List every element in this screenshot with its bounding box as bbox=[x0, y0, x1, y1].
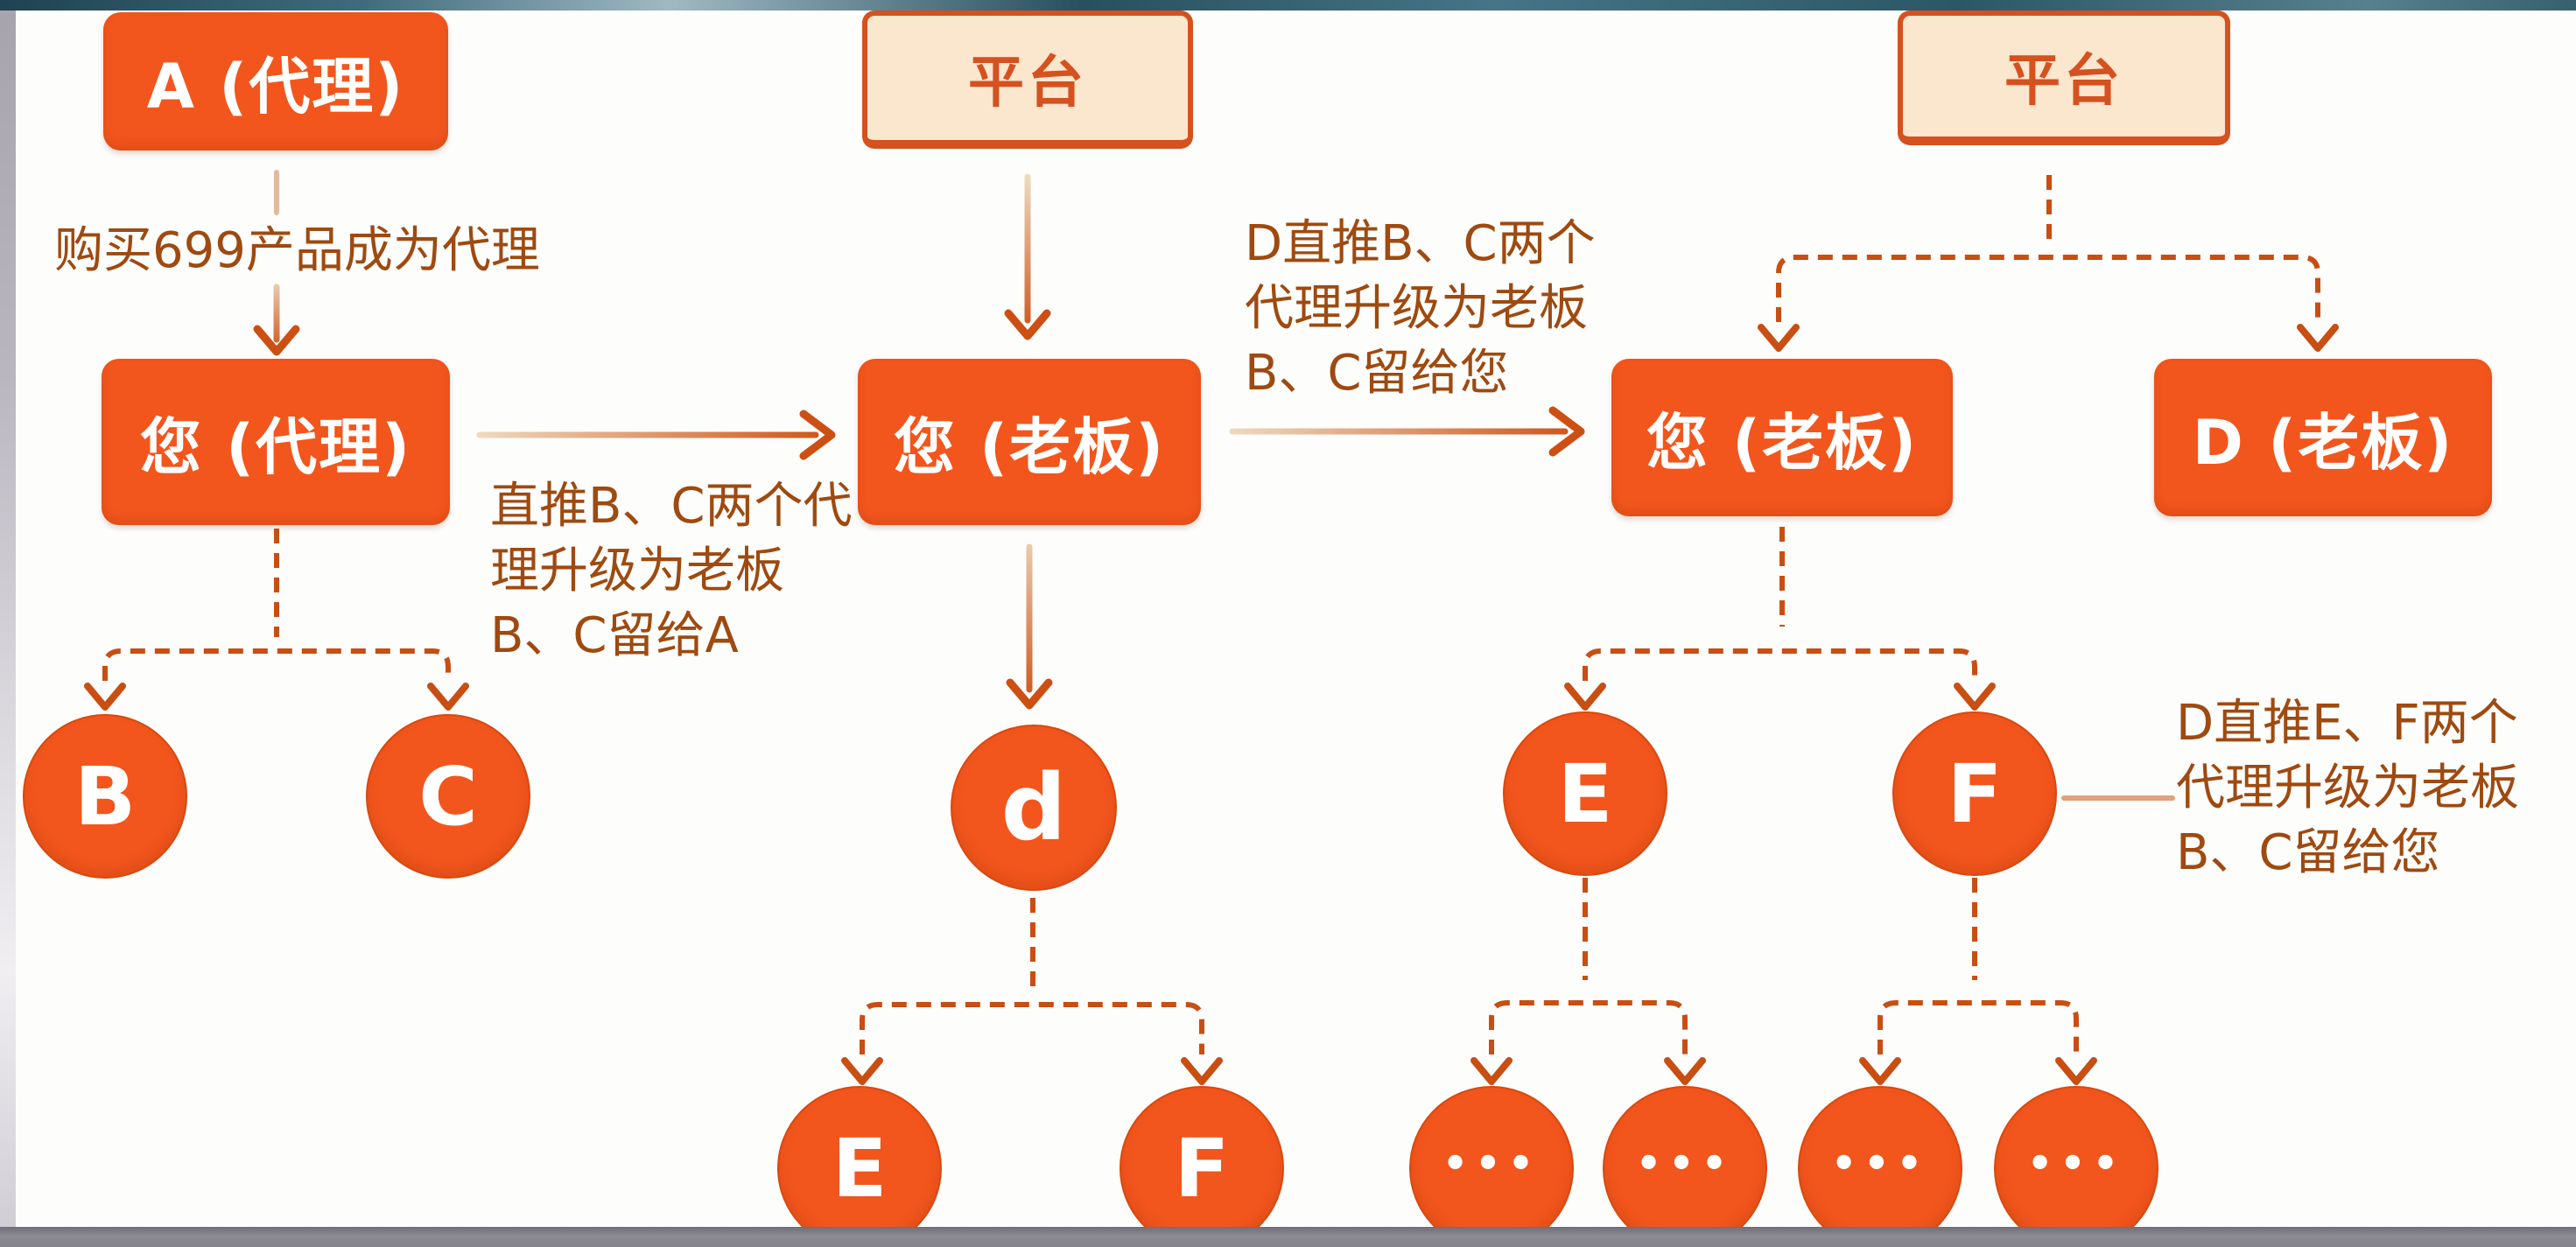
node-d-boss: D (老板) bbox=[2154, 359, 2492, 516]
node-you-agent: 您 (代理) bbox=[102, 359, 450, 525]
node-platform-2: 平台 bbox=[1898, 11, 2230, 145]
circle-f-right: F bbox=[1892, 711, 2057, 876]
node-a-agent: A (代理) bbox=[103, 12, 448, 151]
dash-d-split bbox=[860, 1002, 1204, 1054]
dash-e-split bbox=[1489, 1000, 1688, 1054]
circle-f-middle: F bbox=[1120, 1086, 1284, 1247]
circle-ellipsis-3: ••• bbox=[1798, 1086, 1962, 1247]
ellipsis-label: ••• bbox=[1635, 1139, 1735, 1187]
dash-f-split bbox=[1878, 1000, 2079, 1054]
circle-e-right: E bbox=[1503, 711, 1667, 876]
dash-head-dots4 bbox=[2055, 1057, 2097, 1085]
frame-bottom-edge bbox=[0, 1227, 2576, 1247]
dash-agent-split bbox=[102, 648, 451, 681]
arrow-buy-head bbox=[253, 325, 300, 356]
node-platform-1: 平台 bbox=[862, 11, 1193, 149]
node-you-boss-2: 您 (老板) bbox=[1611, 359, 1953, 516]
arrow-boss1-to-d-head bbox=[1006, 678, 1053, 710]
dash-head-dots3 bbox=[1859, 1057, 1901, 1085]
note-promote-to-a: 直推B、C两个代 理升级为老板 B、C留给A bbox=[490, 478, 853, 664]
dash-head-f-right bbox=[1954, 683, 1996, 711]
frame-top-edge bbox=[0, 0, 2576, 11]
circle-e-middle: E bbox=[777, 1086, 942, 1247]
node-you-boss-1: 您 (老板) bbox=[858, 359, 1201, 525]
circle-ellipsis-1: ••• bbox=[1409, 1086, 1574, 1247]
dash-platform2-split bbox=[1776, 255, 2320, 322]
dash-head-boss2 bbox=[1758, 324, 1800, 352]
dash-head-e-mid bbox=[841, 1057, 883, 1085]
circle-b: B bbox=[23, 714, 187, 879]
dash-boss2-split bbox=[1583, 648, 1977, 681]
note-buy-699: 购买699产品成为代理 bbox=[54, 222, 540, 279]
ellipsis-label: ••• bbox=[1830, 1139, 1930, 1187]
arrow-boss1-to-boss2-head bbox=[1548, 406, 1585, 457]
dash-head-e-right bbox=[1564, 683, 1606, 711]
dash-head-b bbox=[84, 683, 126, 711]
frame-left-edge bbox=[0, 0, 16, 1247]
ellipsis-label: ••• bbox=[2026, 1139, 2126, 1187]
note-promote-to-you: D直推B、C两个 代理升级为老板 B、C留给您 bbox=[1245, 215, 1596, 402]
circle-ellipsis-2: ••• bbox=[1603, 1086, 1767, 1247]
circle-d: d bbox=[951, 725, 1117, 891]
dash-head-c bbox=[427, 683, 469, 711]
dash-head-dots2 bbox=[1664, 1057, 1706, 1085]
circle-c: C bbox=[366, 714, 530, 879]
dash-head-f-mid bbox=[1181, 1057, 1223, 1085]
arrow-platform1-head bbox=[1004, 309, 1051, 340]
arrow-agent-to-boss-head bbox=[799, 410, 836, 460]
ellipsis-label: ••• bbox=[1442, 1139, 1541, 1187]
circle-ellipsis-4: ••• bbox=[1994, 1086, 2158, 1247]
dash-head-dboss bbox=[2297, 324, 2339, 352]
dash-head-dots1 bbox=[1470, 1057, 1513, 1085]
note-promote-ef: D直推E、F两个 代理升级为老板 B、C留给您 bbox=[2176, 695, 2519, 881]
